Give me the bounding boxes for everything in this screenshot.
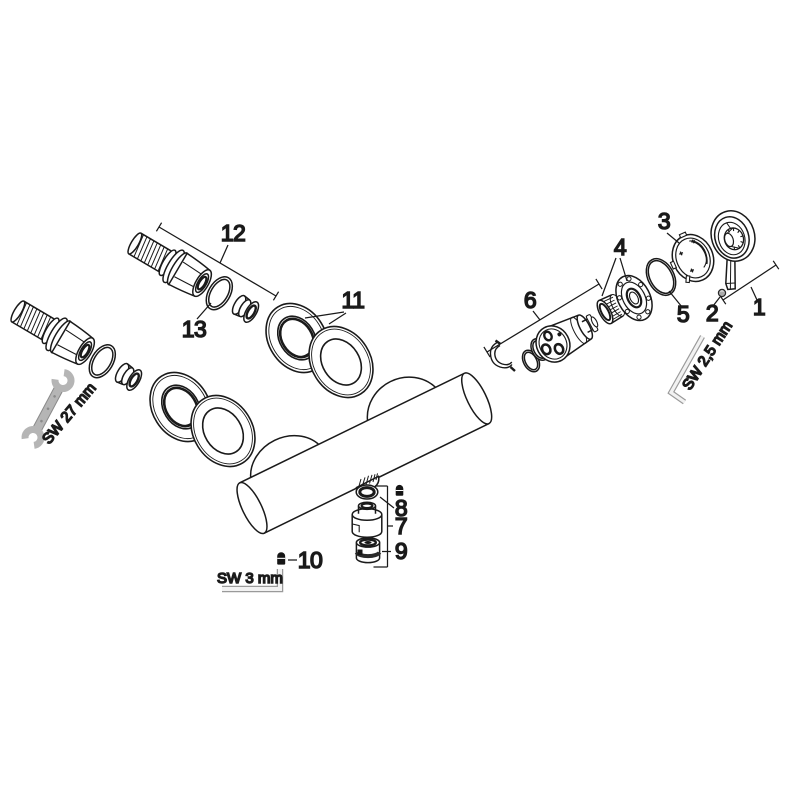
leader-3 <box>666 232 680 244</box>
label-9: 9 <box>395 538 407 564</box>
allen3-size-label: SW 3 mm <box>217 570 283 587</box>
s-union-assembly-bottom <box>4 292 150 400</box>
label-12: 12 <box>221 220 246 246</box>
leader-5 <box>668 290 683 308</box>
bracket-6 <box>483 278 603 358</box>
label-4: 4 <box>614 234 627 260</box>
label-13: 13 <box>182 316 207 342</box>
label-2: 2 <box>706 300 718 326</box>
part-6-clip <box>489 339 516 372</box>
part-6-cartridge <box>535 314 599 363</box>
allen25-size-label: SW 2,5 mm <box>679 318 736 393</box>
part-3-adapter <box>669 231 715 284</box>
label-1: 1 <box>753 294 765 320</box>
part-5-oring <box>645 257 677 297</box>
bracket-1 <box>719 260 780 305</box>
part-4-bearing-ring <box>615 274 653 322</box>
part-1-handle-head <box>710 210 756 262</box>
label-5: 5 <box>677 301 689 327</box>
part-10-grub-screw <box>277 552 286 565</box>
bracket-12 <box>155 222 280 301</box>
leader-13 <box>196 302 212 320</box>
leader-11 <box>304 311 347 325</box>
label-6: 6 <box>524 287 536 313</box>
label-10: 10 <box>298 547 323 573</box>
open-end-wrench-icon <box>21 369 75 449</box>
leader-2 <box>712 296 721 307</box>
drawing-root: SW 27 mm <box>4 207 780 593</box>
label-3: 3 <box>658 208 670 234</box>
faucet-body <box>236 372 493 535</box>
label-7: 7 <box>395 513 407 539</box>
label-11: 11 <box>342 287 365 313</box>
part-8-oring <box>355 484 379 500</box>
part-7-aerator <box>351 501 383 539</box>
bracket-7-9 <box>373 485 395 568</box>
label-8: 8 <box>395 495 407 521</box>
part-8-screw-plug <box>395 484 404 496</box>
leader-4 <box>601 257 628 297</box>
part-9-insert <box>354 537 382 564</box>
allen-key-sw3-icon <box>222 569 284 593</box>
part-2-screw <box>717 288 727 298</box>
allen-key-sw25-icon <box>667 335 705 405</box>
